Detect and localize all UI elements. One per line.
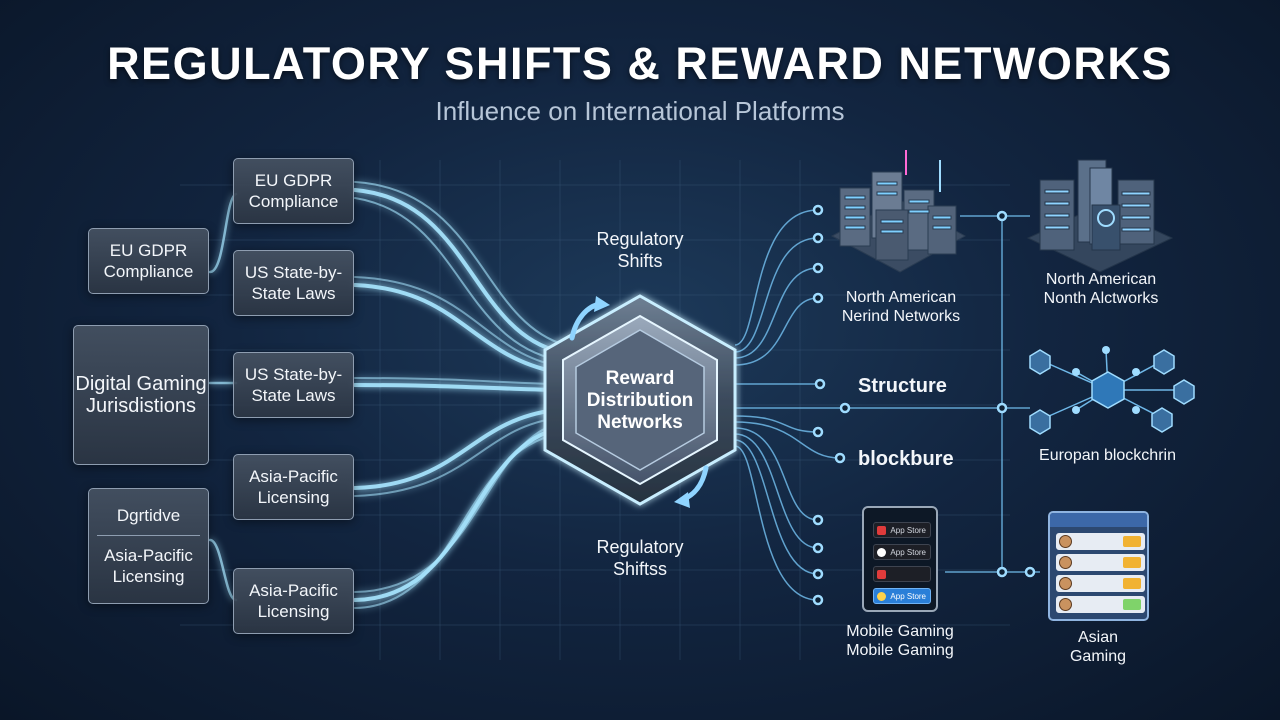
blockchain-short-label: blockbure xyxy=(858,448,954,470)
na-servers-label: North American Nerind Networks xyxy=(841,289,961,325)
left-inner-box-2: US State-by-State Laws xyxy=(233,250,354,316)
avatar xyxy=(1059,535,1072,548)
left-inner-box-1: EU GDPR Compliance xyxy=(233,158,354,224)
blockchain-network-icon xyxy=(1029,346,1195,435)
left-outer-box-split: Dgrtidve Asia-Pacific Licensing xyxy=(88,488,209,604)
regulatory-shifts-bottom-label: Regulatory Shiftss xyxy=(596,537,684,579)
score-badge xyxy=(1123,599,1141,610)
leaderboard-row xyxy=(1056,575,1145,592)
cycle-arrows xyxy=(569,296,709,508)
avatar xyxy=(1059,577,1072,590)
score-badge xyxy=(1123,557,1141,568)
page-subtitle: Influence on International Platforms xyxy=(435,96,845,126)
mobile-gaming-label: Mobile Gaming Mobile Gaming xyxy=(846,623,954,659)
phone-mockup: App Store App Store App Store xyxy=(862,506,938,612)
server-cluster-icon xyxy=(830,150,967,273)
box-label: EU GDPR Compliance xyxy=(103,241,194,281)
hub-label: Reward Distribution Networks xyxy=(586,368,694,433)
apple-icon xyxy=(877,548,886,557)
city-buildings-icon xyxy=(1026,159,1174,273)
na-networks-label: North American Nonth Alctworks xyxy=(1043,271,1159,307)
left-outer-box-jurisdictions: Digital Gaming Jurisdistions xyxy=(73,325,209,465)
box-divider xyxy=(97,535,200,536)
left-outer-box-gdpr: EU GDPR Compliance xyxy=(88,228,209,294)
app-store-item-highlighted: App Store xyxy=(873,588,931,604)
box-label: US State-by-State Laws xyxy=(244,263,343,303)
hexagon-hub xyxy=(543,294,737,506)
score-badge xyxy=(1123,578,1141,589)
leaderboard-header-bar xyxy=(1050,513,1147,527)
asian-gaming-label: Asian Gaming xyxy=(1069,629,1127,665)
app-store-item xyxy=(873,566,931,582)
box-label: US State-by-State Laws xyxy=(244,365,343,405)
app-store-label: App Store xyxy=(890,526,926,535)
app-red-icon xyxy=(877,570,886,579)
european-blockchain-label: Europan blockchrin xyxy=(1039,447,1176,464)
glow-streams xyxy=(208,181,566,609)
box-label: Digital Gaming Jurisdistions xyxy=(75,373,207,417)
app-store-item: App Store xyxy=(873,522,931,538)
structure-label: Structure xyxy=(858,375,947,397)
box-label-top: Dgrtidve xyxy=(116,506,181,525)
leaderboard-row xyxy=(1056,596,1145,613)
box-label: Asia-Pacific Licensing xyxy=(249,581,338,621)
regulatory-shifts-top-label: Regulatory Shifts xyxy=(596,229,684,271)
leaderboard-row xyxy=(1056,533,1145,550)
box-label: Asia-Pacific Licensing xyxy=(249,467,338,507)
page-title: REGULATORY SHIFTS & REWARD NETWORKS xyxy=(107,38,1173,89)
score-badge xyxy=(1123,536,1141,547)
left-inner-box-4: Asia-Pacific Licensing xyxy=(233,454,354,520)
box-label: EU GDPR Compliance xyxy=(248,171,339,211)
avatar xyxy=(1059,556,1072,569)
leaderboard-row xyxy=(1056,554,1145,571)
app-yellow-icon xyxy=(877,592,886,601)
app-store-label: App Store xyxy=(890,592,926,601)
app-store-item: App Store xyxy=(873,544,931,560)
leaderboard-mockup xyxy=(1048,511,1149,621)
connector-nodes xyxy=(812,204,1036,606)
left-inner-box-5: Asia-Pacific Licensing xyxy=(233,568,354,634)
avatar xyxy=(1059,598,1072,611)
app-red-icon xyxy=(877,526,886,535)
left-inner-box-3: US State-by-State Laws xyxy=(233,352,354,418)
box-label-bottom: Asia-Pacific Licensing xyxy=(104,546,193,586)
app-store-label: App Store xyxy=(890,548,926,557)
